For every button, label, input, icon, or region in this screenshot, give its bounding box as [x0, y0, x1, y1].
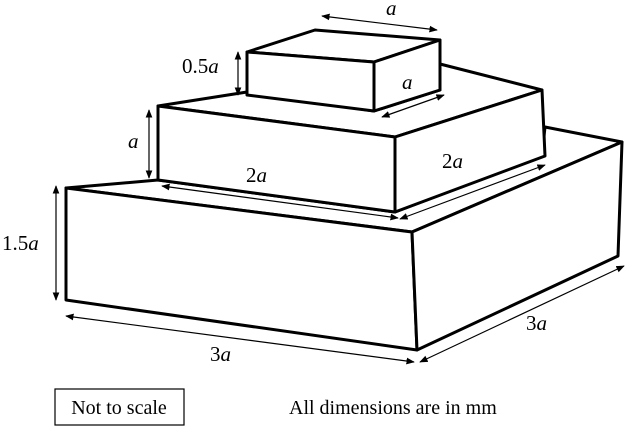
top-width-dimension	[321, 13, 438, 33]
top-height-label: 0.5a	[182, 54, 219, 78]
bottom-height-label: 1.5a	[2, 231, 39, 255]
top-width-label: a	[386, 0, 397, 20]
bottom-width-label: 3a	[210, 342, 231, 366]
mid-width-dimension	[161, 183, 399, 221]
bottom-width-dimension	[65, 313, 415, 365]
mid-depth-label: 2a	[442, 149, 463, 173]
bottom-depth-label: 3a	[526, 311, 547, 335]
scale-note: Not to scale	[71, 397, 167, 419]
scale-note-box	[54, 388, 185, 426]
mid-height-label: a	[128, 129, 139, 153]
dimension-lines	[52, 13, 625, 365]
dimension-labels: a 0.5a a a 2a 2a 1.5a 3a 3a	[2, 0, 547, 366]
top-block	[245, 28, 442, 113]
top-depth-label: a	[402, 70, 413, 94]
top-block-side-face	[372, 38, 442, 113]
top-depth-dimension	[381, 94, 445, 118]
mid-width-label: 2a	[246, 163, 267, 187]
units-note: All dimensions are in mm	[289, 397, 497, 419]
notes: Not to scale All dimensions are in mm	[54, 388, 497, 426]
mid-depth-dimension	[399, 164, 546, 220]
bottom-depth-dimension	[419, 265, 625, 363]
